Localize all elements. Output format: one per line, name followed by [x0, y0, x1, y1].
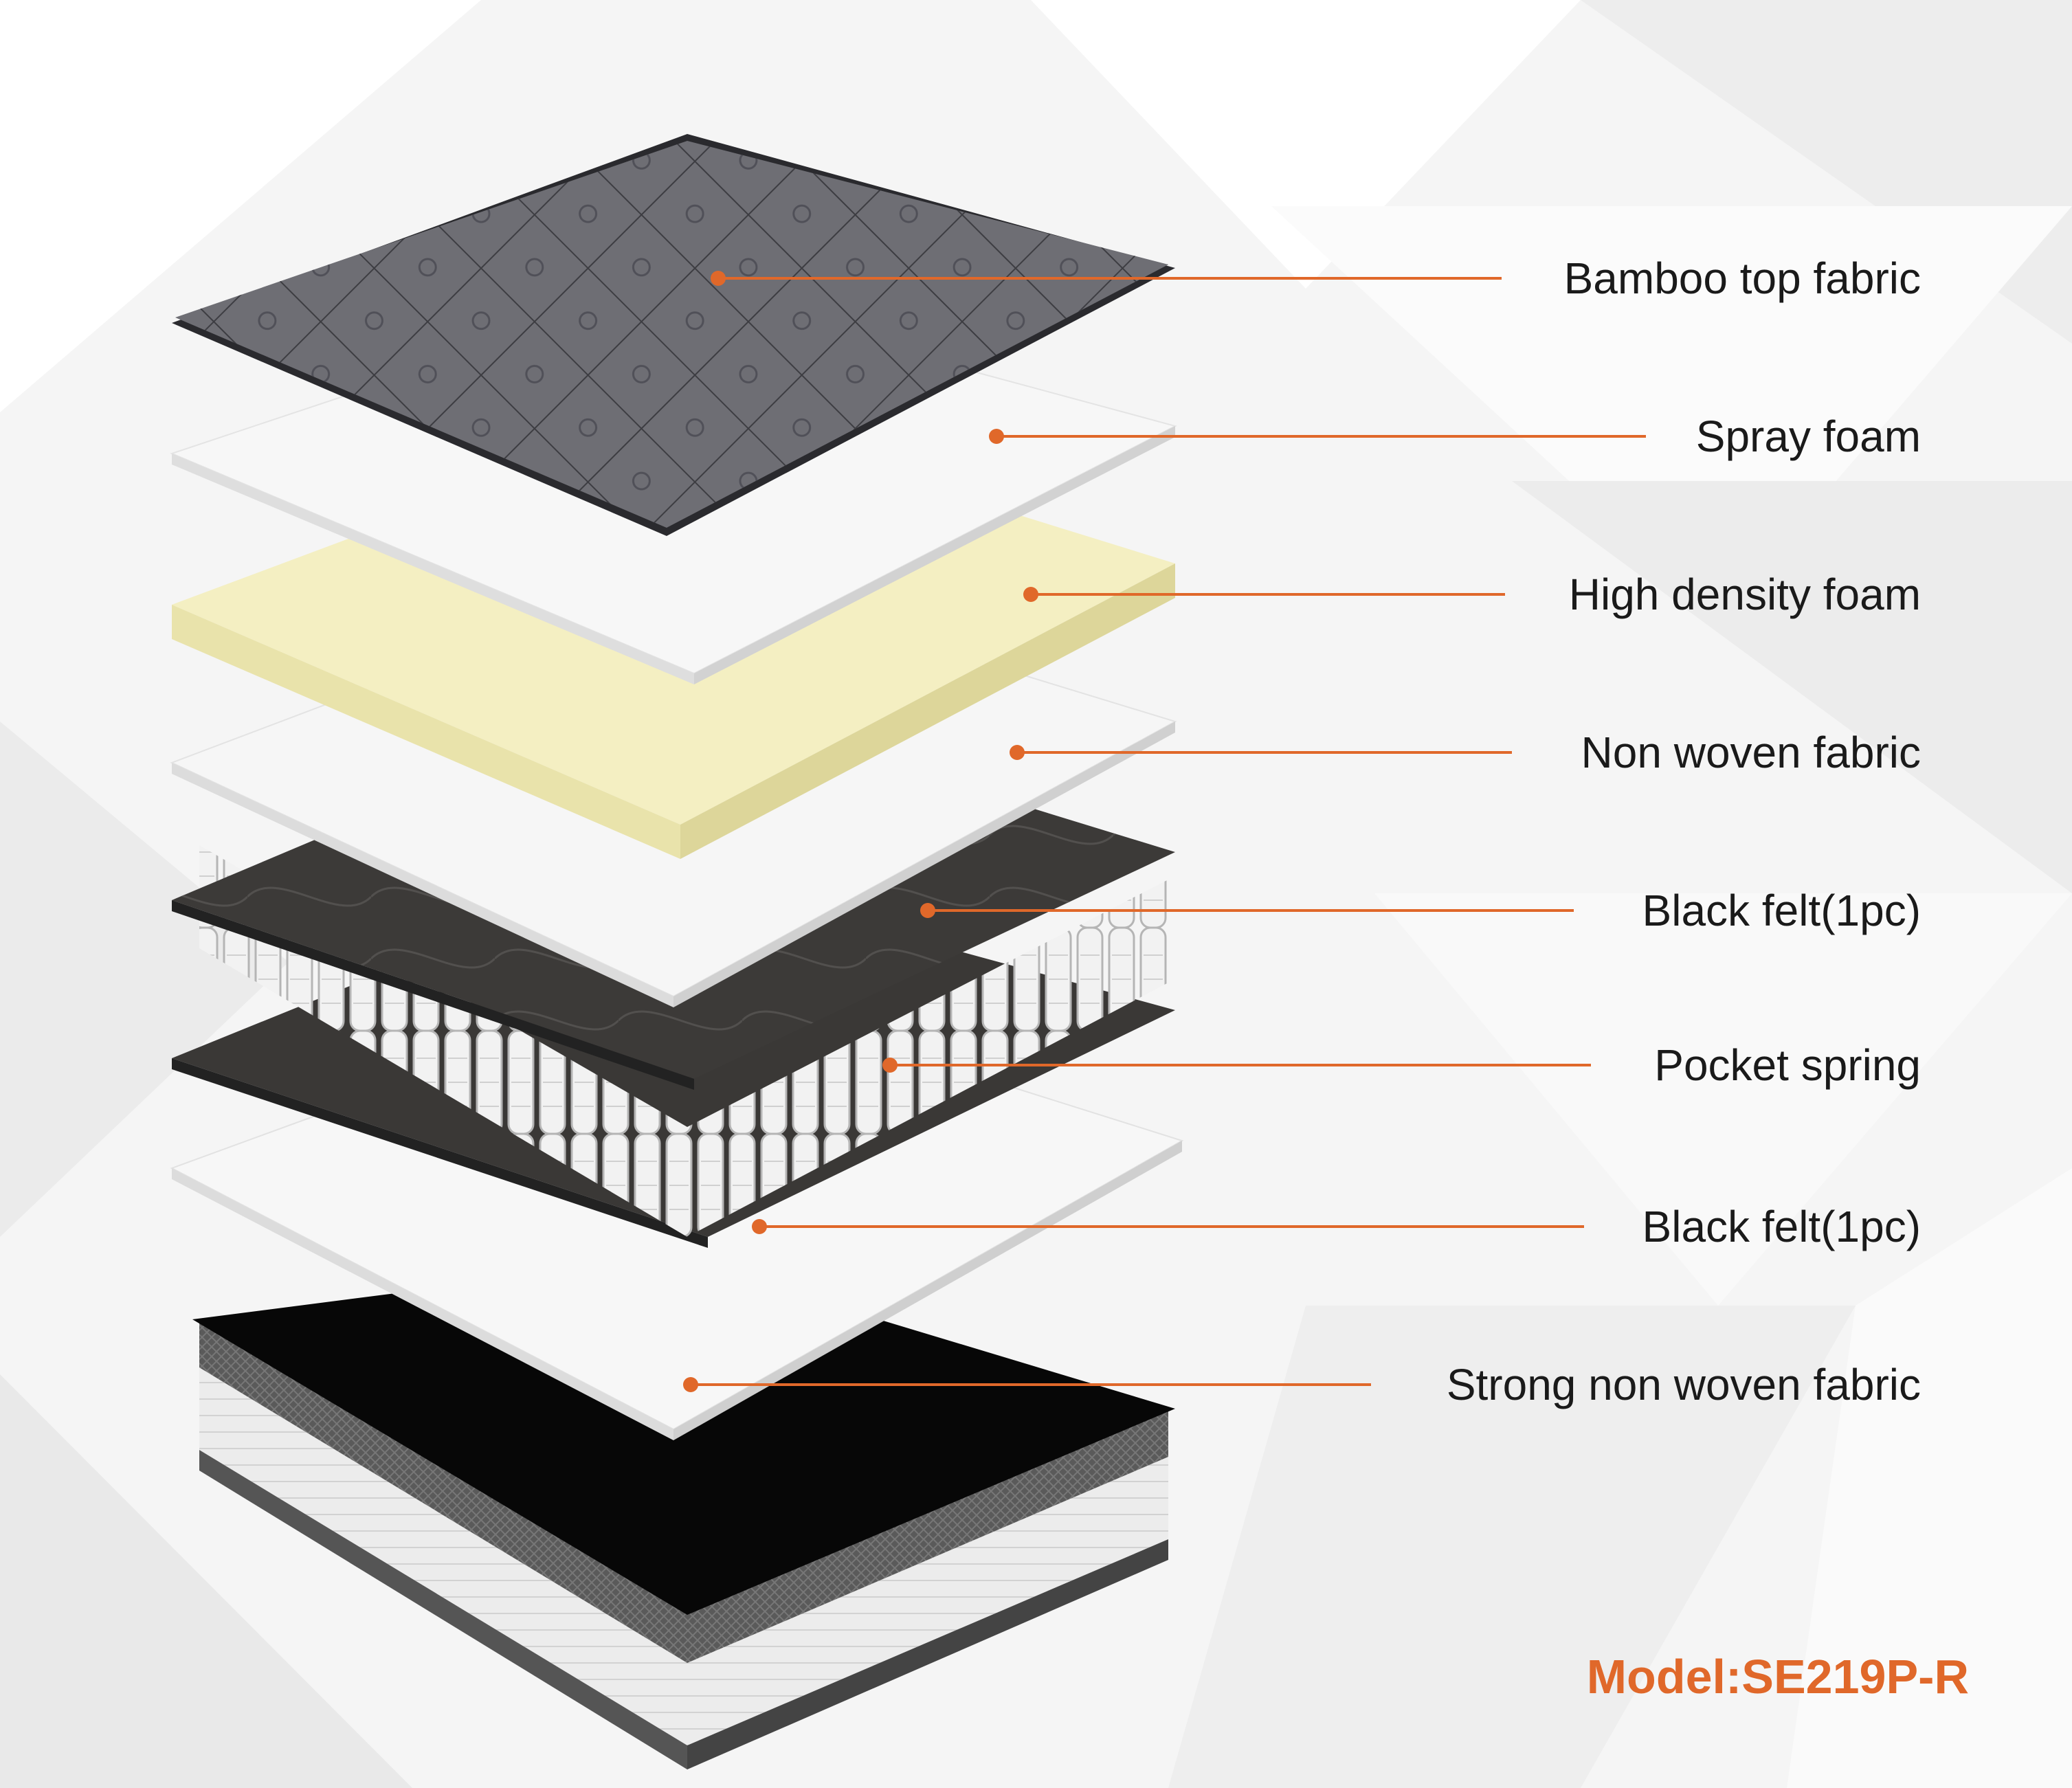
leader-dot: [920, 903, 935, 918]
leader-dot: [683, 1377, 698, 1392]
layer-label: Strong non woven fabric: [1446, 1360, 1921, 1409]
base-mattress: [192, 1258, 1175, 1769]
layer-bamboo-top-fabric: [172, 134, 1175, 536]
layer-label: Pocket spring: [1654, 1040, 1921, 1090]
layer-label: Non woven fabric: [1581, 728, 1921, 777]
leader-dot: [882, 1058, 898, 1073]
layer-pocket-spring: [199, 845, 1168, 1237]
leader-dot: [752, 1219, 767, 1234]
model-number: Model:SE219P-R: [1586, 1650, 1969, 1703]
layer-label: Bamboo top fabric: [1563, 254, 1921, 303]
layer-label: Spray foam: [1695, 412, 1921, 461]
leader-dot: [1023, 587, 1038, 602]
leader-lines: [683, 271, 1646, 1392]
layer-label: Black felt(1pc): [1642, 886, 1921, 935]
leader-dot: [989, 429, 1004, 444]
layer-label: Black felt(1pc): [1642, 1202, 1921, 1251]
leader-dot: [711, 271, 726, 286]
leader-dot: [1010, 745, 1025, 760]
layer-label: High density foam: [1568, 570, 1921, 619]
